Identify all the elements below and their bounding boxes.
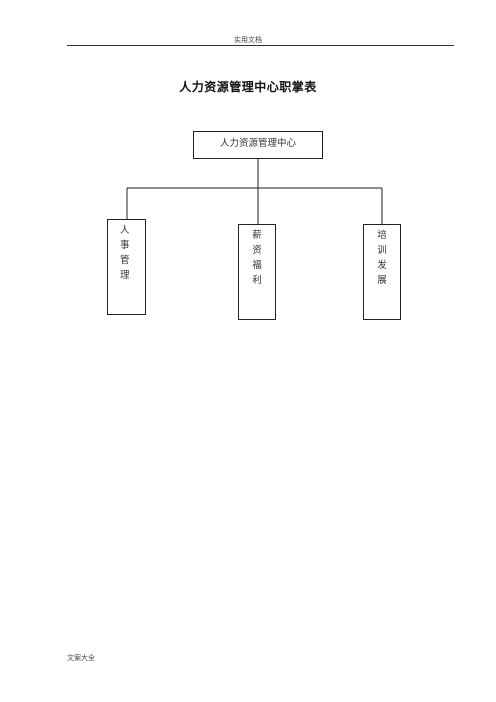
child-char: 人	[120, 225, 130, 236]
child-char: 资	[252, 245, 262, 256]
child-char: 培	[377, 230, 387, 241]
child-char: 展	[377, 275, 387, 286]
child-char: 训	[377, 245, 387, 256]
header-divider	[67, 45, 454, 46]
child-char: 事	[120, 240, 130, 251]
page-footer-text: 文案大全	[67, 654, 95, 662]
document-title: 人力资源管理中心职掌表	[179, 80, 317, 94]
org-root-box: 人力资源管理中心	[193, 131, 323, 159]
child-char: 理	[120, 270, 130, 281]
page-header-text: 实用文档	[234, 36, 262, 44]
child-char: 管	[120, 255, 130, 266]
org-child-box-compensation: 薪 资 福 利	[238, 224, 276, 320]
child-char: 利	[252, 275, 262, 286]
org-child-box-training: 培 训 发 展	[363, 224, 401, 320]
child-char: 薪	[252, 230, 262, 241]
org-child-box-personnel: 人 事 管 理	[107, 219, 146, 315]
child-char: 福	[252, 260, 262, 271]
child-char: 发	[377, 260, 387, 271]
